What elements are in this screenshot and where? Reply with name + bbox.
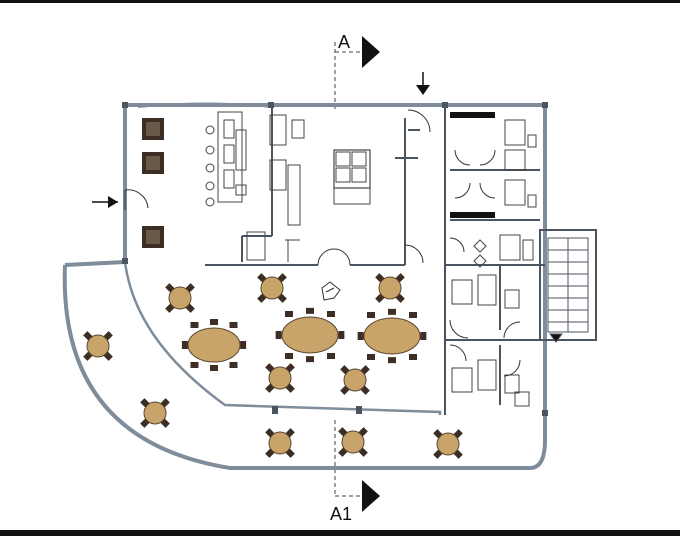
chair-icon	[306, 356, 314, 363]
kitchen-equipment	[205, 111, 371, 262]
section-mark-bottom: A1	[330, 420, 380, 524]
stair-treads	[548, 238, 588, 332]
chair-icon	[210, 319, 218, 325]
outer-walls	[62, 102, 547, 470]
round-table	[436, 432, 460, 456]
chair-cluster-icon	[142, 118, 164, 140]
chair-icon	[229, 322, 238, 328]
section-arrow-icon	[362, 36, 380, 68]
columns	[122, 102, 548, 416]
dining-tables	[83, 273, 463, 459]
section-label-a1: A1	[330, 504, 352, 524]
round-table	[260, 276, 284, 300]
chair-icon	[357, 332, 364, 340]
chair-icon	[229, 362, 238, 368]
chair-icon	[388, 357, 396, 364]
entrance-arrow-top	[416, 72, 430, 95]
chair-icon	[275, 331, 282, 339]
interior-walls	[205, 105, 545, 415]
round-table	[268, 366, 292, 390]
round-table	[343, 368, 367, 392]
stairs-direction-icon	[549, 333, 563, 343]
top-frame-bar	[0, 0, 680, 3]
chair-icon	[285, 353, 293, 359]
arrow-down-icon	[416, 85, 430, 95]
section-arrow-icon	[362, 480, 380, 512]
door-swings	[124, 109, 521, 377]
chair-icon	[338, 331, 345, 339]
section-label-a: A	[338, 32, 350, 52]
chair-icon	[327, 353, 335, 359]
chair-icon	[285, 311, 293, 317]
reception-object-icon	[321, 281, 341, 301]
arrow-right-icon	[108, 196, 118, 208]
round-table	[341, 430, 365, 454]
chair-icon	[306, 307, 314, 314]
chair-icon	[210, 365, 218, 371]
restroom-fixtures	[451, 119, 537, 407]
staircase	[539, 229, 597, 343]
chair-icon	[367, 312, 375, 318]
round-table	[268, 431, 292, 455]
entrance-arrow-left	[92, 196, 118, 208]
round-table	[86, 334, 110, 358]
oval-table	[187, 327, 241, 363]
chair-icon	[388, 308, 396, 315]
chair-icon	[181, 341, 188, 349]
chair-icon	[409, 312, 417, 318]
chair-icon	[409, 354, 417, 360]
oval-table	[281, 316, 339, 354]
chair-icon	[240, 341, 247, 349]
bottom-frame-bar	[0, 530, 680, 536]
chair-icon	[190, 322, 199, 328]
stove-icon	[335, 151, 367, 183]
small-table-set	[142, 118, 164, 248]
section-mark-top: A	[334, 32, 380, 110]
chair-icon	[420, 332, 427, 340]
chair-cluster-icon	[142, 152, 164, 174]
chair-icon	[190, 362, 199, 368]
round-table	[168, 286, 192, 310]
oval-table	[363, 317, 421, 355]
chair-cluster-icon	[142, 226, 164, 248]
chair-icon	[367, 354, 375, 360]
chair-icon	[327, 311, 335, 317]
round-table	[378, 276, 402, 300]
round-table	[143, 401, 167, 425]
